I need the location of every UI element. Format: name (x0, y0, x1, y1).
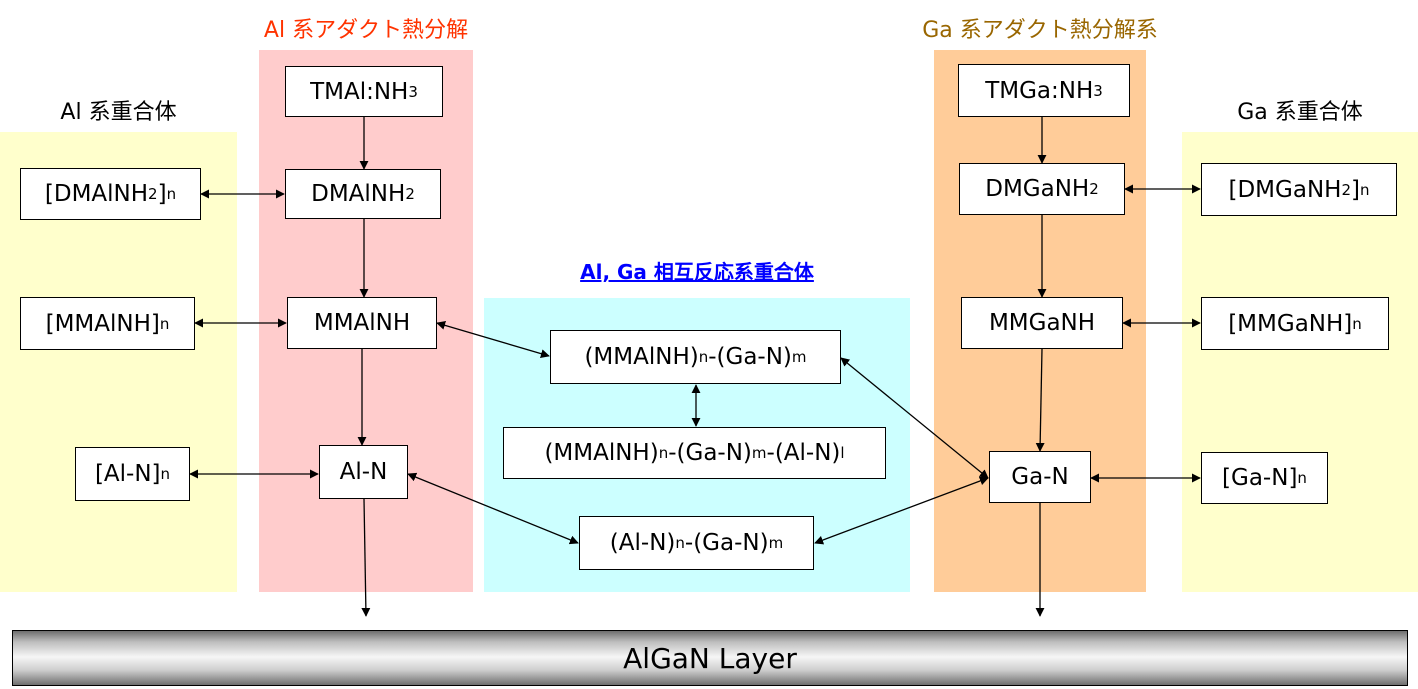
al-adduct-heading: Al 系アダクト熱分解 (263, 18, 469, 43)
node-mmalnh: MMAlNH (287, 297, 437, 349)
node-al-n: Al-N (319, 445, 408, 499)
node-mmganh-polymer: [MMGaNH]n (1201, 297, 1389, 350)
node-mixed-aln-gan: (Al-N)n-(Ga-N)m (579, 516, 814, 570)
arrow-mmalnh-to-mixed1 (436, 320, 550, 359)
algan-layer-label: AlGaN Layer (623, 641, 797, 675)
arrow-aln-to-mixed3 (407, 472, 579, 545)
node-mmalnh-polymer: [MMAlNH]n (20, 297, 195, 350)
arrow-aln-to-layer (361, 498, 371, 617)
node-mixed-mmalnh-gan: (MMAlNH)n-(Ga-N)m (550, 330, 841, 384)
al-polymer-heading: Al 系重合体 (60, 100, 177, 125)
arrow-mixed1-to-gan (840, 357, 989, 479)
node-mmganh: MMGaNH (961, 297, 1123, 349)
arrow-mixed3-to-gan (814, 476, 989, 545)
ga-polymer-heading: Ga 系重合体 (1237, 100, 1363, 125)
algan-layer-bar: AlGaN Layer (12, 630, 1408, 686)
arrow-mmganh-to-gan (1035, 348, 1045, 452)
ga-adduct-heading: Ga 系アダクト熱分解系 (922, 18, 1158, 43)
node-al-n-polymer: [Al-N]n (75, 447, 190, 501)
node-ga-n-polymer: [Ga-N]n (1201, 452, 1328, 504)
node-mixed-mmalnh-gan-aln: (MMAlNH)n-(Ga-N)m-(Al-N)l (503, 427, 886, 479)
node-ga-n: Ga-N (989, 451, 1091, 503)
mixed-heading: Al, Ga 相互反応系重合体 (580, 260, 814, 284)
